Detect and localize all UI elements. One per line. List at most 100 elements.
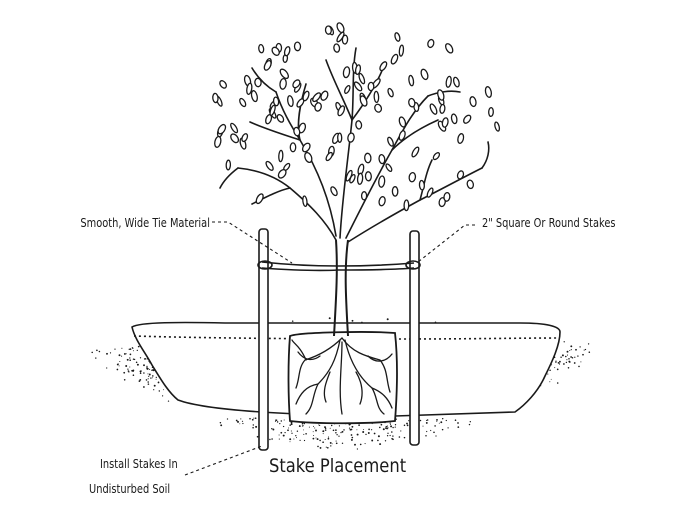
soil-speck [118, 354, 121, 357]
soil-speck [558, 363, 561, 365]
soil-speck [125, 353, 127, 355]
soil-speck [332, 429, 335, 432]
soil-speck [561, 354, 564, 357]
leaf [337, 105, 346, 117]
soil-speck [151, 375, 154, 377]
soil-speck [394, 426, 396, 428]
leaf [314, 102, 322, 112]
soil-speck [291, 320, 294, 322]
soil-speck [109, 352, 112, 354]
leaf [456, 170, 465, 180]
soil-speck [392, 438, 394, 441]
soil-speck [129, 353, 132, 356]
soil-speck [317, 445, 319, 448]
leaf [344, 84, 351, 95]
leaf [443, 191, 451, 202]
soil-speck [329, 441, 332, 444]
soil-speck [278, 434, 280, 436]
soil-speck [283, 419, 285, 421]
soil-speck [359, 443, 362, 446]
soil-speck [371, 439, 374, 442]
soil-speck [314, 427, 316, 429]
soil-speck [350, 434, 353, 436]
soil-speck [547, 373, 549, 375]
leaf [390, 53, 399, 65]
leaf [345, 169, 353, 182]
soil-speck [441, 428, 444, 431]
soil-speck [368, 428, 370, 431]
soil-speck [119, 360, 121, 363]
soil-speck [276, 421, 279, 423]
soil-speck [125, 365, 128, 367]
install-stakes-label: Install Stakes In [100, 457, 178, 471]
soil-speck [579, 346, 581, 348]
soil-speck [284, 431, 286, 434]
leaf [269, 104, 276, 117]
leaf [283, 46, 291, 57]
soil-speck [438, 422, 440, 424]
soil-speck [327, 436, 330, 438]
leaf [263, 60, 272, 71]
tree-trunk [333, 239, 349, 337]
soil-speck [312, 425, 315, 427]
soil-speck [587, 343, 590, 345]
soil-speck [129, 348, 132, 350]
soil-speck [571, 357, 574, 359]
leaf [330, 186, 338, 197]
soil-speck [288, 427, 290, 429]
soil-speck [566, 350, 569, 353]
left-stake [258, 228, 269, 451]
leaf [336, 22, 345, 34]
soil-speck [237, 420, 239, 423]
soil-speck [447, 427, 449, 429]
soil-speck [338, 435, 340, 437]
leaf [293, 126, 301, 137]
soil-speck [555, 361, 557, 363]
leaf [279, 77, 287, 90]
soil-speck [235, 419, 238, 422]
leaf [333, 43, 341, 53]
soil-speck [365, 433, 367, 436]
soil-speck [322, 430, 325, 433]
soil-speck [252, 424, 254, 426]
soil-speck [139, 372, 142, 374]
soil-speck [295, 437, 298, 439]
leaf [439, 103, 446, 114]
soil-speck [556, 368, 559, 371]
soil-speck [132, 369, 135, 372]
soil-speck [127, 368, 129, 370]
soil-speck [282, 434, 285, 437]
soil-speck [469, 421, 471, 423]
soil-speck [118, 365, 120, 367]
soil-speck [271, 428, 273, 430]
soil-speck [255, 425, 258, 428]
soil-speck [219, 422, 222, 424]
soil-speck [129, 359, 131, 361]
soil-speck [150, 377, 152, 379]
soil-speck [327, 437, 330, 440]
soil-speck [391, 431, 393, 433]
leaf [341, 34, 349, 45]
soil-speck [441, 417, 444, 420]
leaf [289, 142, 297, 153]
soil-speck [318, 424, 321, 427]
soil-speck [573, 362, 576, 364]
soil-speck [116, 363, 119, 366]
leaf [403, 199, 410, 212]
leaf [385, 163, 393, 173]
leaf [320, 90, 329, 101]
soil-speck [351, 319, 354, 322]
soil-speck [379, 426, 381, 429]
leaf [364, 171, 372, 182]
soil-speck [324, 438, 326, 441]
soil-speck [289, 438, 292, 441]
soil-speck [328, 317, 331, 320]
soil-speck [123, 379, 126, 381]
leaf [452, 76, 460, 88]
leaf [408, 97, 416, 108]
soil-speck [242, 422, 244, 425]
soil-speck [325, 446, 327, 448]
soil-speck [324, 429, 327, 431]
soil-speck [106, 367, 108, 369]
soil-speck [163, 389, 165, 391]
